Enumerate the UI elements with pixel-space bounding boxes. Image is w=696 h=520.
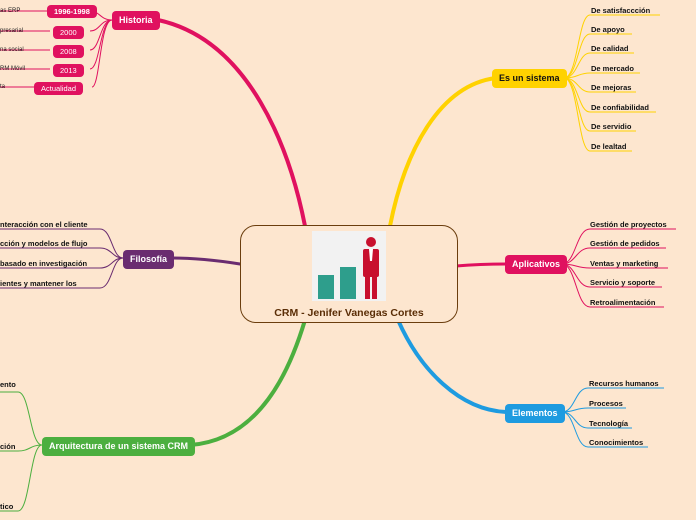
historia-item[interactable]: na social xyxy=(0,47,24,53)
historia-item[interactable]: presarial xyxy=(0,28,24,34)
topic-arquitectura[interactable]: Arquitectura de un sistema CRM xyxy=(42,437,196,456)
aplicativos-item[interactable]: Servicio y soporte xyxy=(590,278,656,287)
historia-year-pill[interactable]: 2008 xyxy=(53,45,84,58)
sistema-item[interactable]: De confiabilidad xyxy=(591,103,649,112)
elementos-item[interactable]: Conocimientos xyxy=(589,438,644,447)
arquitectura-item[interactable]: tico xyxy=(0,502,14,511)
central-topic[interactable]: CRM - Jenifer Vanegas Cortes xyxy=(240,225,458,323)
aplicativos-item[interactable]: Gestión de pedidos xyxy=(590,239,660,248)
arquitectura-item[interactable]: ento xyxy=(0,380,16,389)
aplicativos-item[interactable]: Gestión de proyectos xyxy=(590,220,667,229)
historia-year-pill[interactable]: Actualidad xyxy=(34,82,84,95)
sistema-item[interactable]: De lealtad xyxy=(591,142,627,151)
branch-arquitectura xyxy=(188,318,307,447)
branch-historia xyxy=(156,18,307,228)
historia-item[interactable]: as ERP xyxy=(0,8,21,14)
filosofia-item[interactable]: basado en investigación xyxy=(0,259,88,268)
topic-es-un-sistema[interactable]: Es un sistema xyxy=(492,69,567,88)
elementos-item[interactable]: Tecnología xyxy=(589,419,629,428)
aplicativos-item[interactable]: Ventas y marketing xyxy=(590,259,659,268)
elementos-item[interactable]: Recursos humanos xyxy=(589,379,659,388)
aplicativos-item[interactable]: Retroalimentación xyxy=(590,298,656,307)
sistema-item[interactable]: De satisfaccción xyxy=(591,6,651,15)
branch-aplicativos xyxy=(454,262,508,268)
sistema-item[interactable]: De calidad xyxy=(591,44,629,53)
branch-elementos xyxy=(396,318,508,414)
arquitectura-item[interactable]: ción xyxy=(0,442,16,451)
sistema-item[interactable]: De servidio xyxy=(591,122,632,131)
historia-item[interactable]: RM Móvil xyxy=(0,66,25,72)
historia-year-pill[interactable]: 2013 xyxy=(53,64,84,77)
central-topic-title: CRM - Jenifer Vanegas Cortes xyxy=(274,307,424,319)
historia-year-pill[interactable]: 2000 xyxy=(53,26,84,39)
branch-sistema xyxy=(388,76,498,228)
topic-filosofia[interactable]: Filosofía xyxy=(123,250,175,269)
filosofia-item[interactable]: ientes y mantener los xyxy=(0,279,77,288)
sistema-item[interactable]: De mejoras xyxy=(591,83,632,92)
topic-historia[interactable]: Historia xyxy=(112,11,160,30)
sistema-item[interactable]: De apoyo xyxy=(591,25,625,34)
topic-elementos[interactable]: Elementos xyxy=(505,404,565,423)
topic-aplicativos[interactable]: Aplicativos xyxy=(505,255,568,274)
historia-item[interactable]: ta xyxy=(0,84,6,90)
filosofia-item[interactable]: cción y modelos de flujo xyxy=(0,239,88,248)
sistema-item[interactable]: De mercado xyxy=(591,64,634,73)
filosofia-item[interactable]: nteracción con el cliente xyxy=(0,220,88,229)
business-person-bar-chart-icon xyxy=(312,231,386,301)
elementos-item[interactable]: Procesos xyxy=(589,399,623,408)
branch-filosofia xyxy=(170,256,242,266)
historia-year-pill[interactable]: 1996-1998 xyxy=(47,5,97,18)
